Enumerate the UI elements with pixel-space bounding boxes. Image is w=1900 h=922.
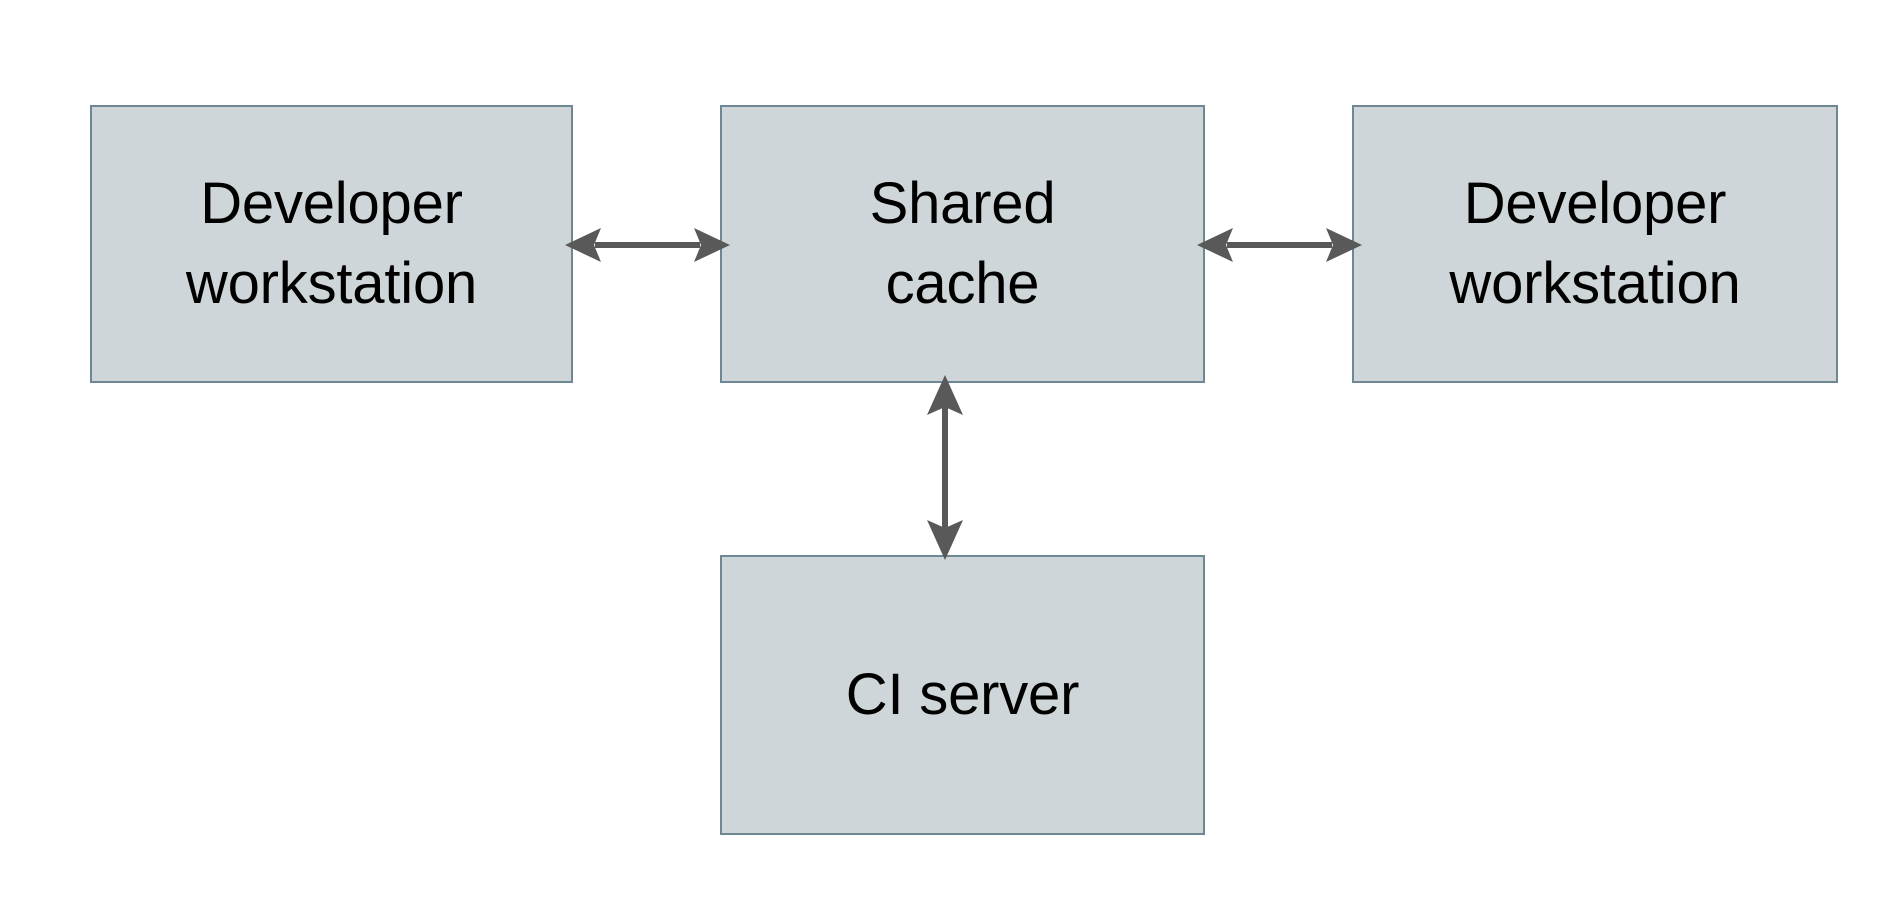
node-shared-cache[interactable]: Shared cache <box>720 105 1205 383</box>
arrowhead-down-icon <box>927 520 963 560</box>
arrowhead-right-icon <box>694 228 730 262</box>
arrowhead-left-icon <box>1197 228 1233 262</box>
node-label: Developer workstation <box>1449 170 1741 316</box>
edge-shared-cache-to-ci-server[interactable] <box>915 375 975 560</box>
node-label: Developer workstation <box>185 170 478 316</box>
arrowhead-left-icon <box>565 228 601 262</box>
arrowhead-up-icon <box>927 375 963 415</box>
node-label: Shared cache <box>869 170 1056 316</box>
node-developer-workstation-left[interactable]: Developer workstation <box>90 105 573 383</box>
edge-developer-workstation-left-to-shared-cache[interactable] <box>565 215 730 275</box>
edge-shared-cache-to-developer-workstation-right[interactable] <box>1197 215 1362 275</box>
node-developer-workstation-right[interactable]: Developer workstation <box>1352 105 1838 383</box>
node-ci-server[interactable]: CI server <box>720 555 1205 835</box>
arrowhead-right-icon <box>1326 228 1362 262</box>
node-label: CI server <box>845 661 1080 727</box>
